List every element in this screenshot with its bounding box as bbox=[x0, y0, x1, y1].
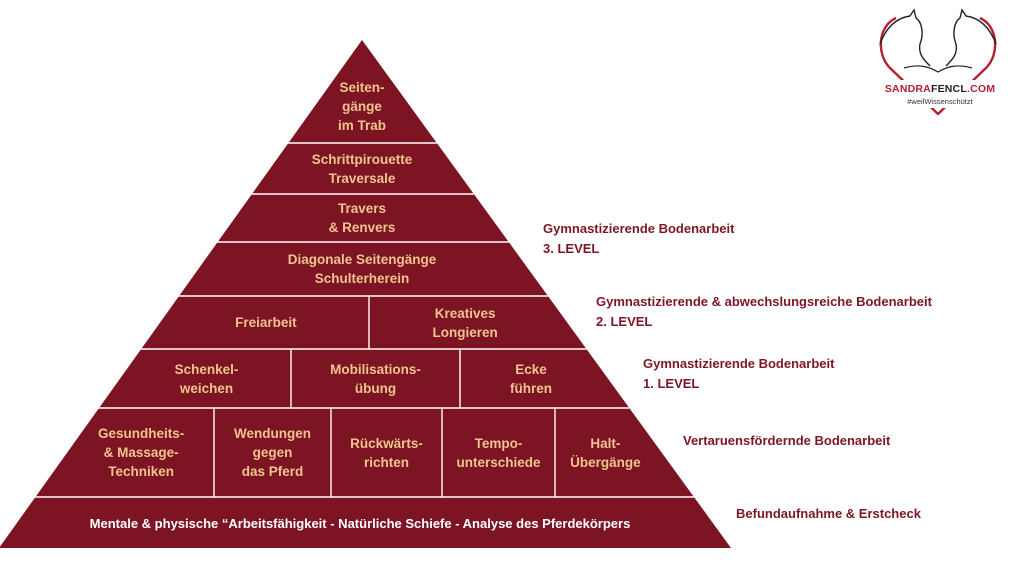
pyramid-cell: Wendungen gegen das Pferd bbox=[234, 426, 311, 479]
pyramid-cell: Mobilisations- übung bbox=[330, 361, 421, 396]
pyramid-cell: Halt- Übergänge bbox=[570, 435, 641, 470]
pyramid-cell: Seiten- gänge im Trab bbox=[337, 80, 386, 133]
pyramid-cell: Travers & Renvers bbox=[328, 201, 396, 235]
label-level-1: Gymnastizierende Bodenarbeit 1. LEVEL bbox=[643, 356, 835, 391]
pyramid-cell: Gesundheits- & Massage- Techniken bbox=[97, 426, 185, 479]
label-base: Befundaufnahme & Erstcheck bbox=[736, 506, 921, 521]
horses-heart-icon bbox=[872, 8, 1004, 116]
label-level-2: Gymnastizierende & abwechslungsreiche Bo… bbox=[596, 294, 932, 329]
logo-tagline: #weilWissenschützt bbox=[907, 97, 973, 106]
pyramid-cell: Ecke führen bbox=[509, 361, 552, 396]
label-trust: Vertaruensfördernde Bodenarbeit bbox=[683, 433, 891, 448]
pyramid-cell: Tempo- unterschiede bbox=[456, 435, 541, 470]
pyramid-shape bbox=[0, 40, 731, 548]
pyramid-cell: Schenkel- weichen bbox=[174, 361, 239, 396]
logo-brand: SANDRAFENCL.COM bbox=[884, 83, 996, 95]
pyramid-base-text: Mentale & physische “Arbeitsfähigkeit - … bbox=[89, 515, 631, 531]
pyramid-cell: Freiarbeit bbox=[235, 315, 297, 330]
pyramid-cell: Rückwärts- richten bbox=[350, 435, 423, 470]
pyramid-cell: Kreatives Longieren bbox=[432, 305, 498, 340]
label-level-3: Gymnastizierende Bodenarbeit 3. LEVEL bbox=[543, 221, 735, 256]
pyramid-cell: Diagonale Seitengänge Schulterherein bbox=[287, 252, 437, 286]
pyramid-cell: Schrittpirouette Traversale bbox=[311, 151, 413, 186]
